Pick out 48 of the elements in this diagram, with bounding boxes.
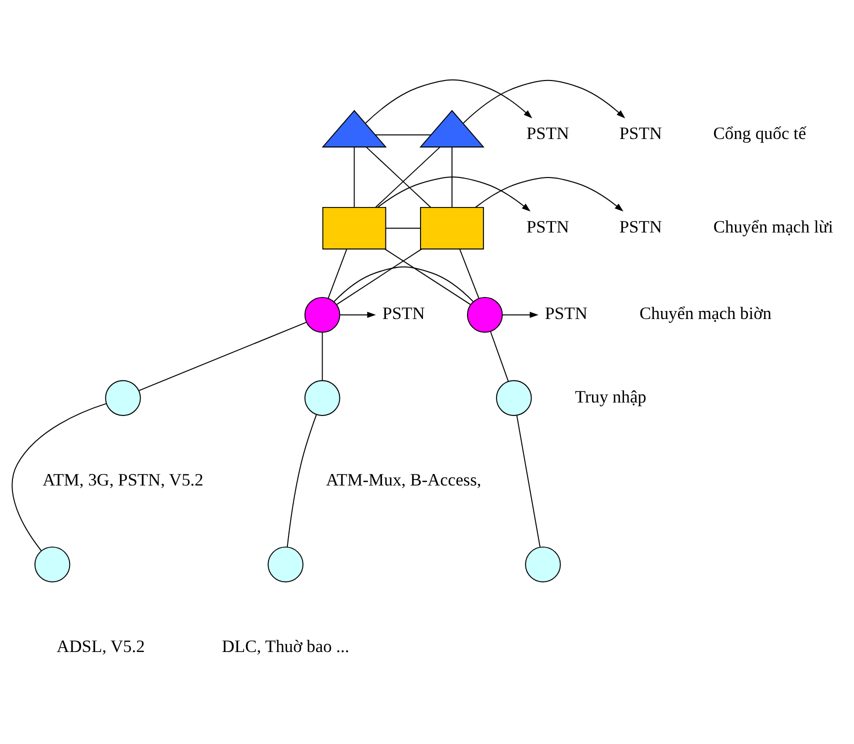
label: ATM-Mux, B-Access,: [326, 469, 482, 490]
label: ATM, 3G, PSTN, V5.2: [42, 469, 204, 490]
connector: [328, 248, 348, 298]
node-box: [420, 206, 484, 250]
arrow: [462, 79, 626, 123]
node-text: PSTN: [619, 216, 662, 236]
node-text: PSTN: [544, 302, 588, 323]
connector: [516, 414, 541, 548]
label: DLC, Thuờ bao ...: [222, 635, 350, 656]
node-triangle: [322, 109, 387, 147]
connector: [12, 402, 107, 551]
node-text: PSTN: [526, 122, 570, 143]
node-circle: [268, 546, 304, 582]
connector: [286, 414, 317, 548]
connector: [374, 134, 432, 135]
connector: [138, 321, 307, 391]
arrow: [502, 311, 538, 318]
node-box: [322, 206, 386, 250]
arrow: [475, 176, 624, 212]
connector: [354, 146, 355, 208]
arrow: [377, 176, 530, 212]
connector: [336, 248, 422, 305]
node-circle: [496, 380, 532, 416]
label: Truy nhập: [574, 386, 646, 406]
connector: [490, 330, 509, 382]
node-circle: [105, 380, 141, 416]
label: Chuyển mạch biờn: [640, 302, 772, 323]
node-circle: [466, 296, 503, 332]
node-circle: [525, 546, 561, 582]
label: ADSL, V5.2: [56, 635, 145, 656]
arrow: [365, 78, 532, 123]
connector: [334, 266, 474, 302]
node-circle: [304, 296, 340, 332]
label: Cổng quốc tế: [713, 122, 806, 143]
node-text: PSTN: [619, 122, 662, 143]
connector: [322, 332, 323, 381]
connector: [384, 248, 471, 305]
node-circle: [304, 380, 340, 416]
connector: [385, 227, 421, 228]
node-circle: [34, 546, 70, 582]
connector: [366, 146, 432, 208]
node-text: PSTN: [382, 302, 425, 323]
connector: [459, 248, 480, 298]
connector: [375, 146, 440, 208]
node-triangle: [419, 109, 484, 147]
node-text: PSTN: [526, 216, 570, 236]
label: Chuyển mạch lừi: [713, 216, 834, 236]
arrow: [339, 311, 376, 318]
